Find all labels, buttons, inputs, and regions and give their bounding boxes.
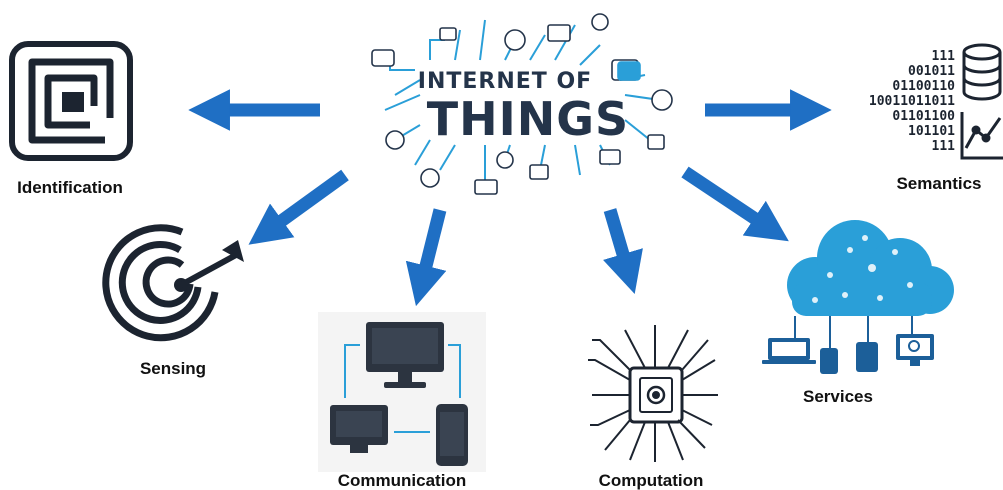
binary-line: 111 [932, 139, 956, 154]
arrow-to-services [681, 166, 789, 242]
computation-label: Computation [599, 471, 704, 490]
binary-line: 10011011011 [869, 94, 955, 109]
binary-line: 001011 [908, 64, 955, 79]
semantics-label: Semantics [896, 174, 981, 193]
services-label: Services [803, 387, 873, 406]
node-services: Services [762, 220, 954, 406]
rfid-tag-icon [9, 41, 133, 161]
arrow-to-sensing [248, 169, 349, 245]
processor-chip-icon [588, 325, 718, 462]
binary-line: 111 [932, 49, 956, 64]
binary-line: 01101100 [892, 109, 955, 124]
iot-title-line2: THINGS [427, 92, 629, 146]
binary-line: 101101 [908, 124, 955, 139]
node-computation: Computation [588, 325, 718, 490]
iot-gadget-icons [371, 13, 673, 195]
node-communication: Communication [318, 312, 486, 490]
sensing-label: Sensing [140, 359, 206, 378]
node-semantics: 111 001011 01100110 10011011011 01101100… [869, 43, 1003, 193]
node-sensing: Sensing [102, 224, 244, 378]
cloud-services-icon [762, 220, 954, 374]
devices-network-icon [330, 322, 468, 466]
iot-title-line1: INTERNET OF [418, 69, 592, 94]
arrow-to-communication [405, 208, 447, 307]
iot-hub: INTERNET OF THINGS [371, 13, 673, 195]
communication-label: Communication [338, 471, 466, 490]
binary-line: 01100110 [892, 79, 955, 94]
database-chart-icon [960, 43, 1003, 160]
arrow-to-computation [603, 208, 643, 294]
radar-sensor-icon [102, 224, 244, 342]
identification-label: Identification [17, 178, 123, 197]
node-identification: Identification [9, 41, 133, 197]
binary-text-block: 111 001011 01100110 10011011011 01101100… [869, 49, 955, 154]
arrows [188, 89, 832, 307]
